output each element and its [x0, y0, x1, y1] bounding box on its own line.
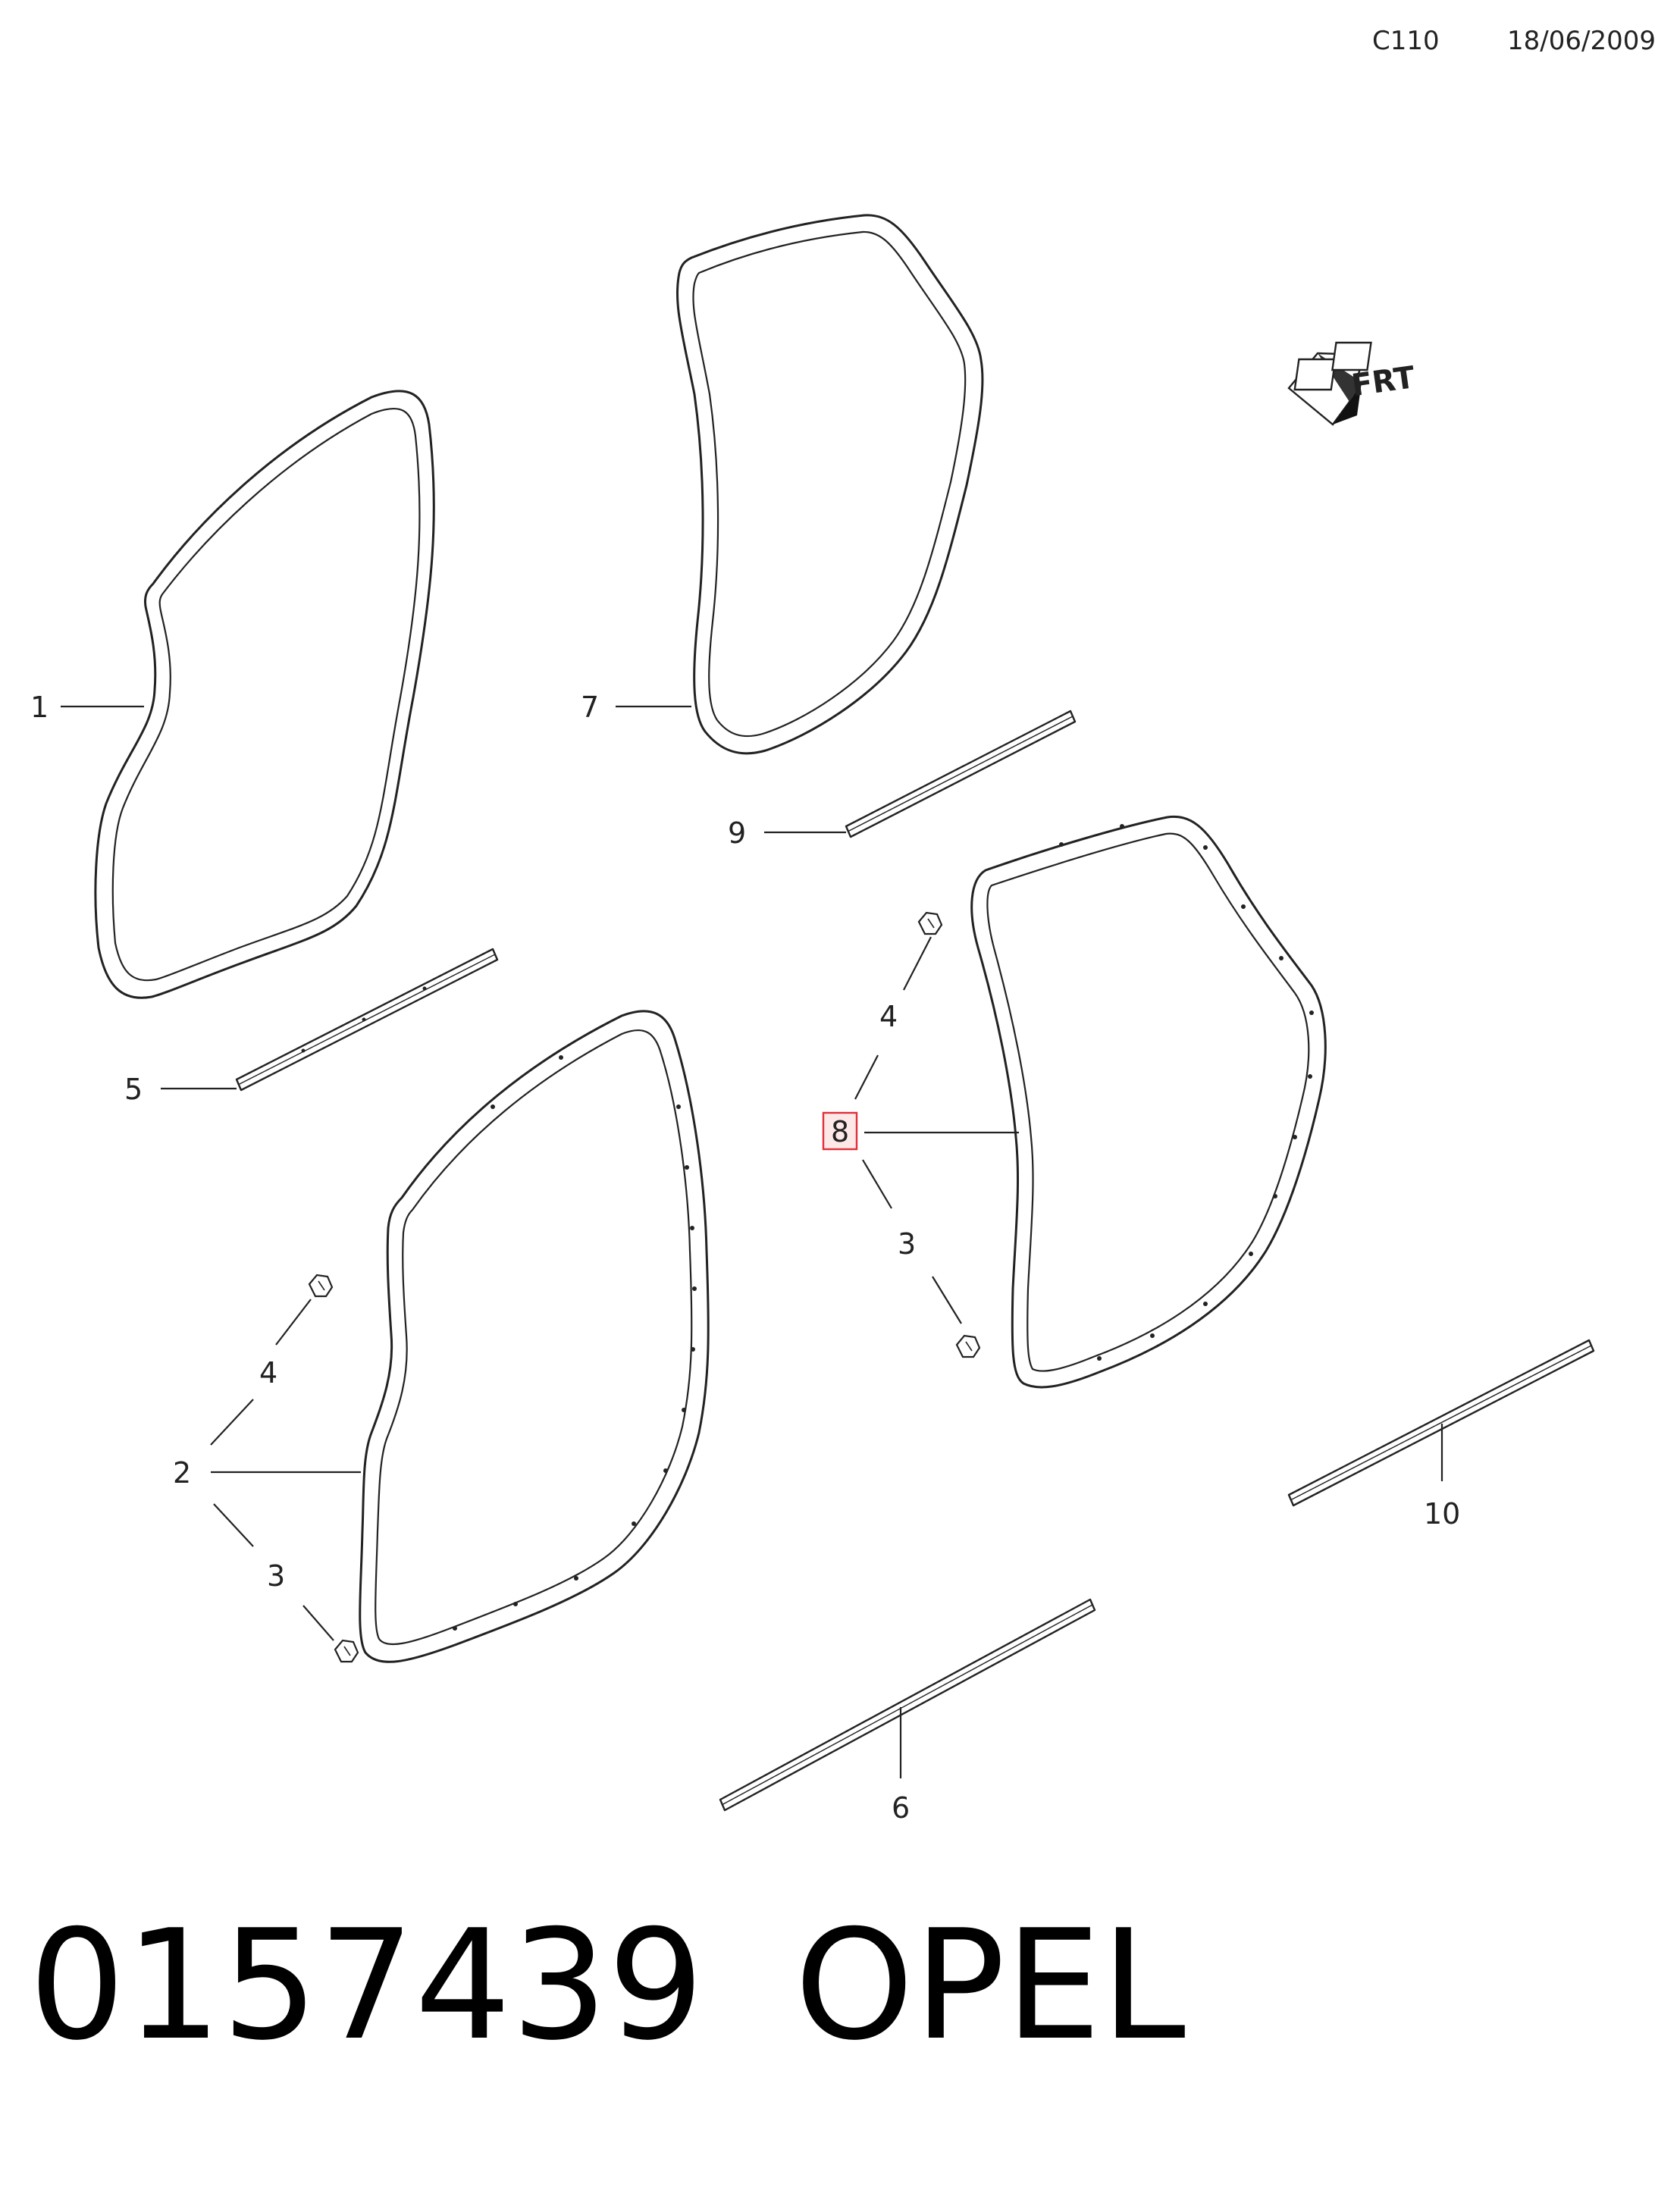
callout-3-right: 3: [898, 1227, 916, 1261]
callout-8: 8: [831, 1115, 849, 1148]
callout-4-right: 4: [879, 1000, 898, 1033]
clip-4-left: [308, 1274, 334, 1298]
part-9-strip: [845, 710, 1077, 838]
clip-3-left: [334, 1639, 359, 1663]
leader-line-2-to-4: [210, 1399, 254, 1446]
part-8-rear-opening-seal: [970, 815, 1327, 1389]
catalog-number: 0157439: [29, 1897, 704, 2074]
diagram-code: C110: [1372, 26, 1440, 56]
front-direction-arrow-icon: FRT: [1287, 341, 1418, 426]
leader-line-8-to-3: [862, 1159, 892, 1209]
brand-name: OPEL: [795, 1897, 1186, 2074]
leader-line-4-right: [903, 936, 932, 991]
seal-8-rivets: [1059, 824, 1314, 1361]
part-7-rear-door-seal: [675, 214, 984, 755]
part-2-door-opening-seal: [359, 1010, 710, 1663]
callout-7: 7: [581, 691, 599, 724]
part-10-strip: [1287, 1339, 1595, 1507]
diagram-date: 18/06/2009: [1507, 26, 1656, 56]
callout-10: 10: [1424, 1497, 1460, 1531]
seal-2-rivets: [453, 1055, 697, 1631]
part-6-long-strip: [719, 1598, 1096, 1812]
callout-9: 9: [728, 816, 746, 850]
callout-4-left: 4: [259, 1356, 277, 1390]
clip-3-right: [955, 1334, 981, 1358]
leader-line-3-left: [302, 1605, 334, 1641]
callout-5: 5: [124, 1073, 143, 1106]
callout-3-left: 3: [267, 1559, 285, 1593]
leader-line-8-to-4: [854, 1054, 879, 1100]
callout-8-highlight-box[interactable]: [822, 1111, 858, 1151]
leader-line-4-left: [275, 1299, 312, 1346]
leader-line-2-to-3: [213, 1503, 254, 1547]
callout-2: 2: [173, 1456, 191, 1490]
part-1-front-door-seal: [94, 390, 435, 999]
part-5-strip: [235, 948, 499, 1092]
clip-4-right: [917, 911, 943, 935]
callout-6: 6: [892, 1791, 910, 1825]
callout-1: 1: [30, 691, 49, 724]
leader-line-3-right: [932, 1276, 962, 1324]
